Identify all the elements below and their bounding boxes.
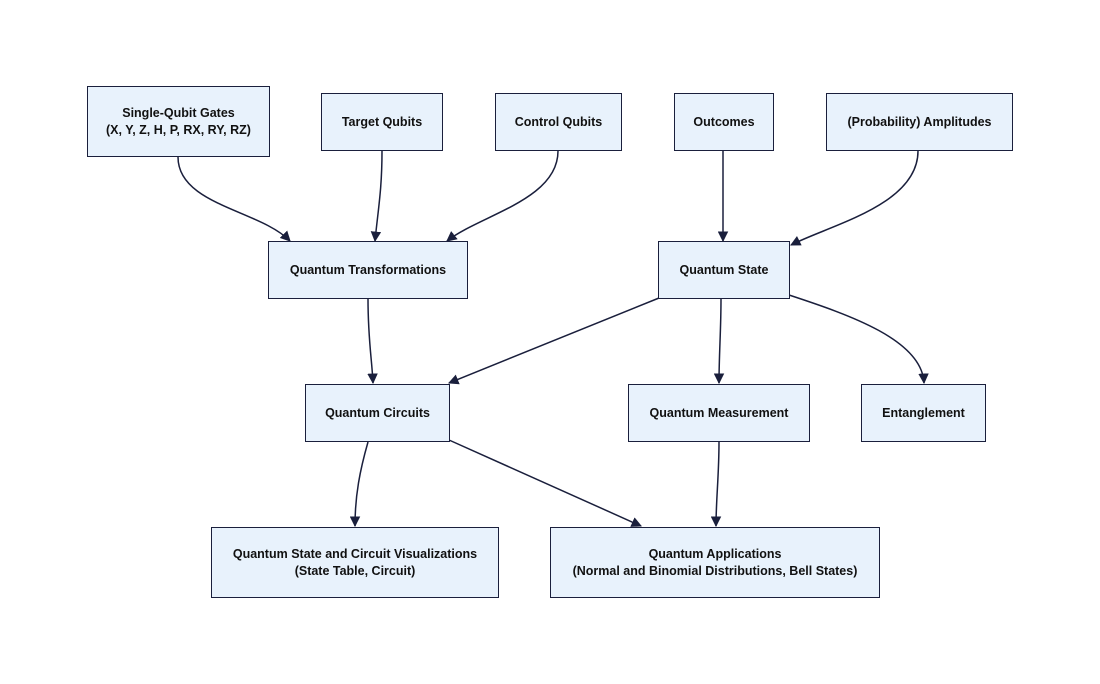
node-visualizations: Quantum State and Circuit Visualizations… xyxy=(211,527,499,598)
edge-quantum-circuits-to-applications xyxy=(448,439,642,527)
node-quantum-state: Quantum State xyxy=(658,241,790,299)
node-applications-line1: Quantum Applications xyxy=(648,546,782,561)
edge-quantum-state-to-quantum-measurement xyxy=(713,298,725,385)
node-entanglement: Entanglement xyxy=(861,384,986,442)
node-outcomes-label: Outcomes xyxy=(693,114,755,129)
edge-quantum-transformations-to-quantum-circuits xyxy=(367,298,378,385)
node-single-qubit-gates-line1: Single-Qubit Gates xyxy=(122,105,235,120)
edge-control-qubits-to-quantum-transformations xyxy=(446,150,559,242)
node-single-qubit-gates-line2: (X, Y, Z, H, P, RX, RY, RZ) xyxy=(106,122,251,137)
node-outcomes: Outcomes xyxy=(674,93,774,151)
node-visualizations-line2: (State Table, Circuit) xyxy=(294,563,416,578)
node-single-qubit-gates: Single-Qubit Gates (X, Y, Z, H, P, RX, R… xyxy=(87,86,270,157)
node-quantum-transformations: Quantum Transformations xyxy=(268,241,468,299)
edge-quantum-circuits-to-visualizations xyxy=(349,441,369,528)
edge-single-qubit-gates-to-quantum-transformations xyxy=(177,156,291,242)
node-entanglement-label: Entanglement xyxy=(882,405,965,420)
edge-quantum-state-to-entanglement xyxy=(788,294,929,385)
edge-target-qubits-to-quantum-transformations xyxy=(370,150,383,243)
node-visualizations-line1: Quantum State and Circuit Visualizations xyxy=(232,546,478,561)
node-quantum-state-label: Quantum State xyxy=(679,262,769,277)
node-applications-line2: (Normal and Binomial Distributions, Bell… xyxy=(572,563,858,578)
node-quantum-measurement: Quantum Measurement xyxy=(628,384,810,442)
node-quantum-circuits: Quantum Circuits xyxy=(305,384,450,442)
node-applications: Quantum Applications (Normal and Binomia… xyxy=(550,527,880,598)
edge-amplitudes-to-quantum-state xyxy=(790,150,919,246)
node-quantum-measurement-label: Quantum Measurement xyxy=(649,405,789,420)
node-control-qubits-label: Control Qubits xyxy=(514,114,603,129)
node-amplitudes-label: (Probability) Amplitudes xyxy=(847,114,992,129)
node-amplitudes: (Probability) Amplitudes xyxy=(826,93,1013,151)
node-target-qubits-label: Target Qubits xyxy=(341,114,423,129)
node-quantum-transformations-label: Quantum Transformations xyxy=(289,262,447,277)
node-control-qubits: Control Qubits xyxy=(495,93,622,151)
edge-quantum-state-to-quantum-circuits xyxy=(448,297,660,385)
node-target-qubits: Target Qubits xyxy=(321,93,443,151)
edge-quantum-measurement-to-applications xyxy=(710,441,722,528)
node-quantum-circuits-label: Quantum Circuits xyxy=(325,405,430,420)
